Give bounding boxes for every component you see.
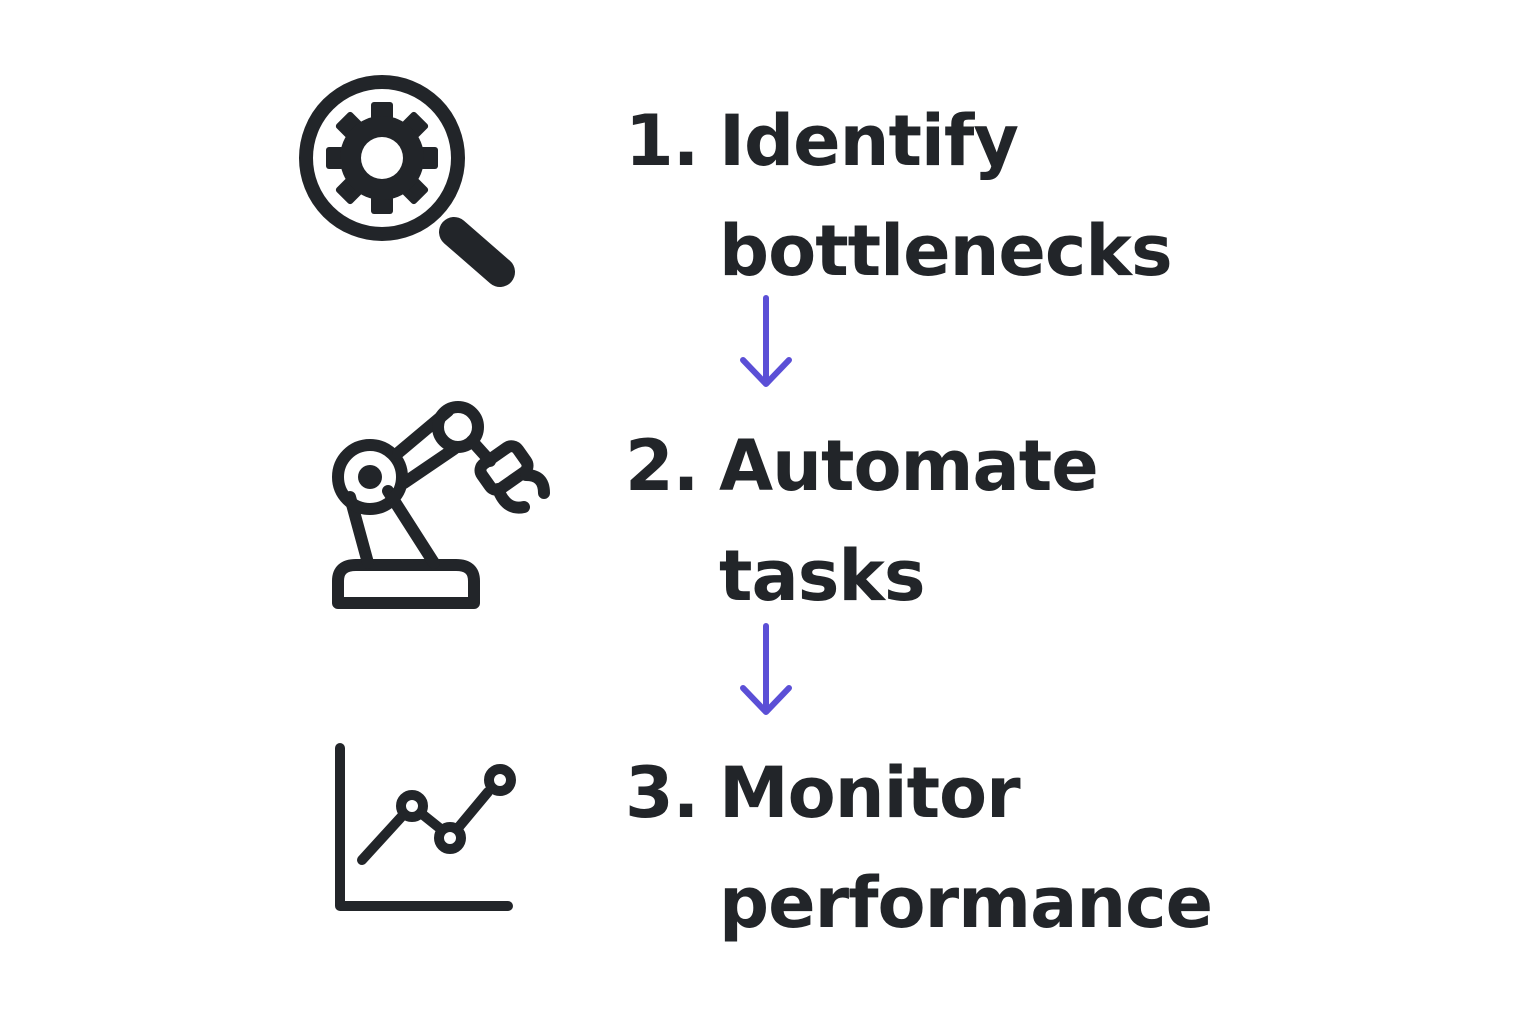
magnifier-gear-icon xyxy=(299,75,515,287)
step-3-number: 3. xyxy=(625,752,699,834)
robot-arm-icon xyxy=(332,401,550,609)
step-2-title-line2: tasks xyxy=(719,535,926,617)
line-chart-icon xyxy=(335,743,516,911)
step-1-label: 1.Identify bottlenecks xyxy=(625,86,1173,306)
step-3-title-line2: performance xyxy=(719,862,1213,944)
arrow-down-icon xyxy=(740,295,792,387)
arrow-down-icon xyxy=(740,623,792,715)
step-3-title-line1: Monitor xyxy=(719,752,1021,834)
step-1-title-line2: bottlenecks xyxy=(719,210,1173,292)
step-2-label: 2.Automate tasks xyxy=(625,411,1099,631)
step-2-number: 2. xyxy=(625,425,699,507)
step-2-title-line1: Automate xyxy=(719,425,1099,507)
step-1-number: 1. xyxy=(625,100,699,182)
step-3-label: 3.Monitor performance xyxy=(625,738,1213,958)
step-1-title-line1: Identify xyxy=(719,100,1019,182)
